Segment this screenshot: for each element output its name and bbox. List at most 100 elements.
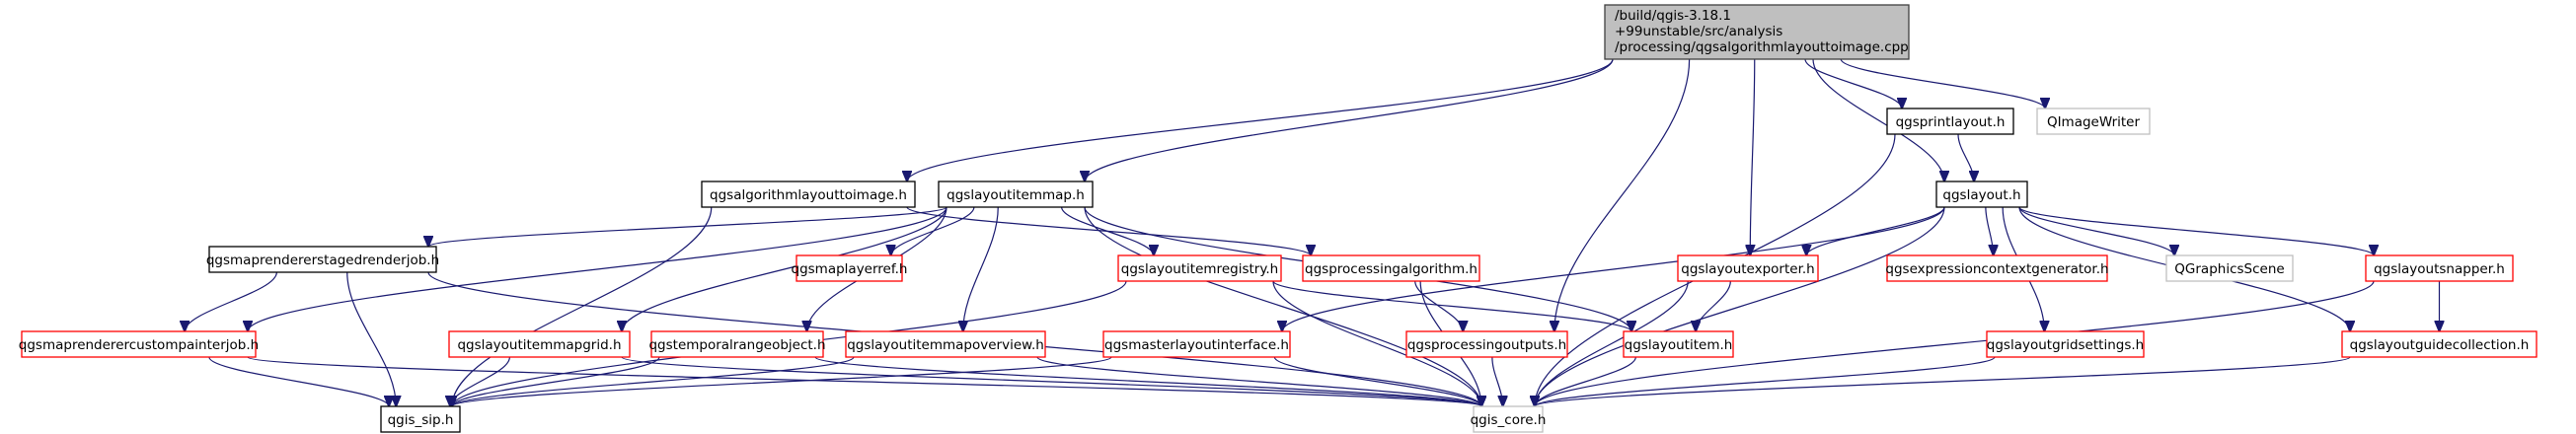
node-layoutitem[interactable]: qgslayoutitem.h: [1623, 330, 1734, 358]
edge-algh-to-sip: [452, 206, 713, 406]
edge-itemmap-to-registry: [1061, 206, 1154, 255]
node-box-registry: [1117, 254, 1282, 282]
node-itemmap[interactable]: qgslayoutitemmap.h: [938, 181, 1094, 208]
node-box-qgraphicsscene: [2165, 254, 2294, 282]
edge-itemmap-to-core: [1084, 206, 1481, 406]
node-box-exprctx: [1886, 254, 2108, 282]
edge-temporal-to-sip: [452, 356, 660, 406]
edge-root-to-itemmap: [1085, 58, 1614, 181]
edge-layout-to-exprctx: [1985, 206, 1994, 255]
edge-layout-to-exporter: [1806, 206, 1945, 255]
node-exporter[interactable]: qgslayoutexporter.h: [1677, 254, 1819, 282]
node-box-procalg: [1302, 254, 1480, 282]
node-guidecoll[interactable]: qgslayoutguidecollection.h: [2341, 330, 2538, 358]
node-label-maplayerref: qgsmaplayerref.h: [792, 261, 908, 277]
node-box-layout: [1935, 181, 2028, 208]
node-staged[interactable]: qgsmaprendererstagedrenderjob.h: [206, 246, 439, 273]
node-custompainter[interactable]: qgsmaprenderercustompainterjob.h: [19, 330, 259, 358]
edge-exporter-to-core: [1535, 280, 1689, 406]
node-snapper[interactable]: qgslayoutsnapper.h: [2365, 254, 2514, 282]
node-box-staged: [208, 246, 437, 273]
node-label-registry: qgslayoutitemregistry.h: [1121, 261, 1278, 277]
node-label-core: qgis_core.h: [1471, 412, 1547, 428]
node-algh[interactable]: qgsalgorithmlayouttoimage.h: [701, 181, 916, 208]
edge-gridsettings-to-core: [1535, 356, 1996, 406]
node-procalg[interactable]: qgsprocessingalgorithm.h: [1302, 254, 1480, 282]
edge-root-to-algh: [907, 58, 1614, 181]
edge-exporter-to-layoutitem: [1696, 280, 1731, 331]
node-label-layoutitem: qgslayoutitem.h: [1625, 337, 1733, 353]
edge-custompainter-to-core: [247, 356, 1481, 406]
edge-master-to-core: [1273, 356, 1481, 406]
edge-custompainter-to-sip: [208, 356, 389, 406]
node-procout[interactable]: qgsprocessingoutputs.h: [1405, 330, 1568, 358]
edge-staged-to-sip: [346, 271, 397, 406]
node-label-root: /processing/qgsalgorithmlayouttoimage.cp…: [1615, 39, 1909, 55]
edge-root-to-qimagewriter: [1840, 58, 2045, 108]
edge-mapgrid-to-core: [621, 356, 1481, 406]
edge-staged-to-custompainter: [185, 271, 277, 331]
node-box-itemmap: [938, 181, 1094, 208]
node-printlayout[interactable]: qgsprintlayout.h: [1886, 108, 2014, 135]
edge-itemmap-to-staged: [428, 206, 947, 247]
node-box-master: [1102, 330, 1291, 358]
edge-registry-to-core: [1272, 280, 1481, 406]
node-label-sip: qgis_sip.h: [388, 412, 454, 428]
edge-snapper-to-core: [1535, 280, 2375, 406]
edge-itemmap-to-custompainter: [248, 206, 947, 331]
node-sip[interactable]: qgis_sip.h: [380, 405, 461, 433]
node-box-algh: [701, 181, 916, 208]
node-label-algh: qgsalgorithmlayouttoimage.h: [710, 187, 907, 203]
edge-layout-to-snapper: [2018, 206, 2374, 255]
node-maplayerref[interactable]: qgsmaplayerref.h: [792, 254, 908, 282]
node-label-layout: qgslayout.h: [1942, 187, 2020, 203]
node-label-overview: qgslayoutitemmapoverview.h: [847, 337, 1044, 353]
node-label-printlayout: qgsprintlayout.h: [1896, 114, 2006, 130]
edge-procout-to-core: [1491, 356, 1503, 406]
edge-overview-to-core: [1036, 356, 1481, 406]
edge-itemmap-to-mapgrid: [622, 206, 947, 331]
node-core[interactable]: qgis_core.h: [1471, 405, 1547, 433]
node-layout[interactable]: qgslayout.h: [1935, 181, 2028, 208]
node-label-itemmap: qgslayoutitemmap.h: [947, 187, 1085, 203]
node-label-exporter: qgslayoutexporter.h: [1681, 261, 1815, 277]
node-master[interactable]: qgsmasterlayoutinterface.h: [1102, 330, 1291, 358]
node-exprctx[interactable]: qgsexpressioncontextgenerator.h: [1885, 254, 2109, 282]
node-box-sip: [380, 405, 461, 433]
edge-registry-to-layoutitem: [1272, 280, 1631, 331]
node-overview[interactable]: qgslayoutitemmapoverview.h: [845, 330, 1046, 358]
node-box-overview: [845, 330, 1046, 358]
node-box-core: [1473, 405, 1544, 433]
node-box-root: [1604, 4, 1910, 60]
node-label-root: +99unstable/src/analysis: [1615, 24, 1782, 39]
edge-itemmap-to-overview: [963, 206, 999, 331]
node-box-custompainter: [21, 330, 257, 358]
node-box-exporter: [1677, 254, 1819, 282]
node-label-snapper: qgslayoutsnapper.h: [2374, 261, 2505, 277]
edge-root-to-exporter: [1750, 58, 1756, 255]
edge-printlayout-to-layout: [1957, 133, 1974, 181]
node-qgraphicsscene[interactable]: QGraphicsScene: [2165, 254, 2294, 282]
node-registry[interactable]: qgslayoutitemregistry.h: [1117, 254, 1282, 282]
node-label-mapgrid: qgslayoutitemmapgrid.h: [457, 337, 621, 353]
edge-layout-to-master: [1282, 206, 1945, 331]
node-gridsettings[interactable]: qgslayoutgridsettings.h: [1986, 330, 2145, 358]
node-box-temporal: [650, 330, 824, 358]
node-root[interactable]: /build/qgis-3.18.1+99unstable/src/analys…: [1604, 4, 1910, 60]
edge-root-to-printlayout: [1804, 58, 1902, 108]
node-box-snapper: [2365, 254, 2514, 282]
node-label-root: /build/qgis-3.18.1: [1615, 8, 1731, 24]
node-label-qimagewriter: QImageWriter: [2047, 114, 2141, 130]
node-box-qimagewriter: [2036, 108, 2151, 135]
node-label-procout: qgsprocessingoutputs.h: [1407, 337, 1566, 353]
node-mapgrid[interactable]: qgslayoutitemmapgrid.h: [448, 330, 631, 358]
node-label-temporal: qgstemporalrangeobject.h: [648, 337, 825, 353]
node-qimagewriter[interactable]: QImageWriter: [2036, 108, 2151, 135]
node-box-mapgrid: [448, 330, 631, 358]
node-box-printlayout: [1886, 108, 2014, 135]
node-label-master: qgsmasterlayoutinterface.h: [1104, 337, 1289, 353]
node-label-exprctx: qgsexpressioncontextgenerator.h: [1885, 261, 2108, 277]
edge-guidecoll-to-core: [1535, 356, 2351, 406]
node-temporal[interactable]: qgstemporalrangeobject.h: [648, 330, 826, 358]
